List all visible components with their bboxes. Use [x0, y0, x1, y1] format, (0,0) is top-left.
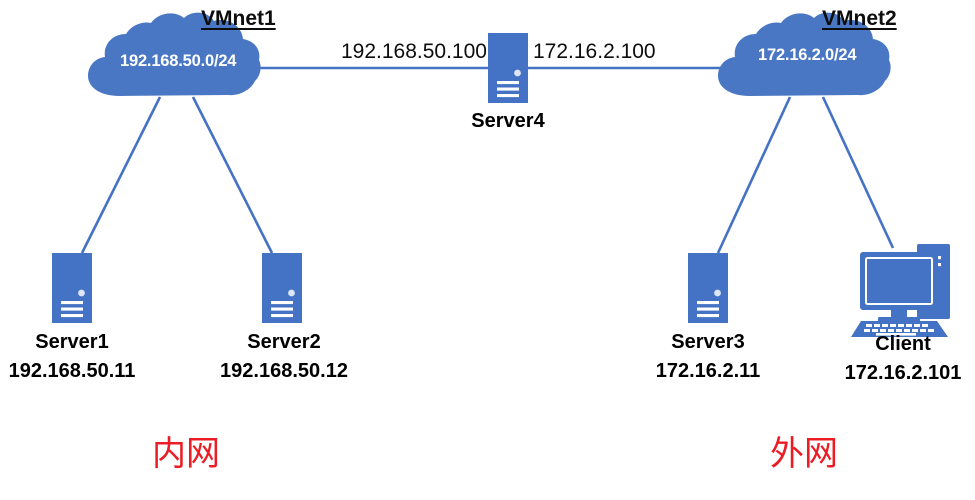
server1-name-label: Server1	[35, 331, 109, 353]
server3-icon	[688, 253, 728, 323]
vmnet1-cloud-icon	[88, 12, 261, 97]
vmnet1-title: VMnet1	[201, 7, 276, 30]
server2-name-label: Server2	[247, 331, 321, 353]
server3-name-label: Server3	[671, 331, 745, 353]
vmnet1-cidr-label: 192.168.50.0/24	[120, 52, 237, 70]
server3-ip-label: 172.16.2.11	[655, 360, 761, 382]
server1-ip-label: 192.168.50.11	[8, 360, 136, 382]
server2-ip-label: 192.168.50.12	[220, 360, 348, 382]
server4-right-interface-ip: 172.16.2.100	[533, 40, 656, 63]
link-vmnet2-to-server3	[716, 96, 792, 254]
server4-icon	[488, 33, 528, 103]
server4-left-interface-ip: 192.168.50.100	[341, 40, 487, 63]
server2-icon	[262, 253, 302, 323]
vmnet2-cidr-label: 172.16.2.0/24	[758, 46, 857, 64]
zone-label-external: 外网	[770, 434, 838, 474]
link-vmnet1-to-server1	[80, 96, 162, 254]
zone-label-internal: 内网	[152, 434, 220, 474]
client-name-label: Client	[875, 333, 931, 355]
link-vmnet2-to-client	[821, 96, 895, 249]
client-ip-label: 172.16.2.101	[844, 362, 962, 384]
server1-icon	[52, 253, 92, 323]
vmnet2-cloud-icon	[718, 12, 891, 97]
link-vmnet1-to-server2	[191, 96, 274, 254]
server4-name-label: Server4	[471, 110, 545, 132]
client-icon	[851, 244, 950, 337]
connection-lines	[80, 66, 895, 254]
vmnet2-title: VMnet2	[822, 7, 897, 30]
